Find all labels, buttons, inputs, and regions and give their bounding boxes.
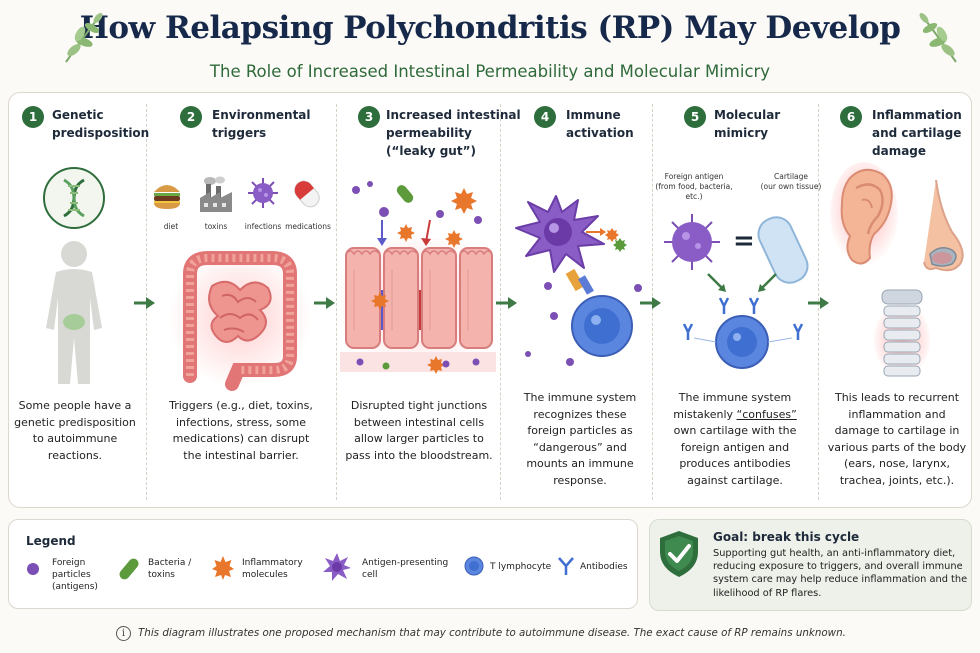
trigger-label: diet — [156, 222, 186, 232]
antigen-label: Foreign antigen(from food, bacteria,etc.… — [654, 172, 734, 202]
trigger-label: infections — [240, 222, 286, 232]
step-number: 4 — [534, 106, 556, 128]
leaf-branch-icon — [58, 12, 108, 66]
step-number: 2 — [180, 106, 202, 128]
legend-label: Bacteria /toxins — [148, 557, 191, 581]
virus-icon — [246, 176, 280, 210]
immune-activation-illustration — [508, 176, 648, 372]
trigger-label: toxins — [198, 222, 234, 232]
goal-text: Supporting gut health, an anti-inflammat… — [713, 547, 968, 600]
arrow-right-icon — [134, 296, 156, 310]
page-title: How Relapsing Polychondritis (RP) May De… — [0, 10, 980, 46]
inflammatory-molecule-icon — [212, 556, 234, 578]
step-number: 5 — [684, 106, 706, 128]
legend-title: Legend — [26, 534, 76, 548]
footer-note: This diagram illustrates one proposed me… — [138, 627, 846, 639]
leaf-branch-icon — [914, 12, 964, 66]
shield-check-icon — [658, 530, 700, 578]
step-description: Disrupted tight junctions between intest… — [344, 398, 494, 464]
leaky-gut-illustration — [340, 180, 496, 384]
nose-icon — [906, 180, 972, 280]
step-number: 6 — [840, 106, 862, 128]
arrow-right-icon — [808, 296, 830, 310]
antibody-icon — [556, 556, 576, 576]
page-subtitle: The Role of Increased Intestinal Permeab… — [0, 62, 980, 81]
pill-capsule-icon — [292, 178, 322, 210]
burger-icon — [152, 178, 182, 210]
step-number: 3 — [358, 106, 380, 128]
step-description: The immune system recognizes these forei… — [516, 390, 644, 489]
trachea-icon — [874, 288, 930, 382]
intestine-icon — [168, 246, 312, 390]
step-description: Triggers (e.g., diet, toxins, infections… — [166, 398, 316, 464]
info-icon: i — [116, 626, 131, 641]
step-description: Some people have a genetic predispositio… — [14, 398, 136, 464]
antigen-presenting-cell-icon — [322, 552, 352, 582]
human-silhouette-icon — [22, 238, 126, 384]
arrow-right-icon — [314, 296, 336, 310]
step-description: This leads to recurrent inflammation and… — [826, 390, 968, 489]
factory-icon — [198, 176, 234, 212]
step-number: 1 — [22, 106, 44, 128]
column-divider — [336, 104, 337, 500]
ear-icon — [830, 164, 896, 270]
goal-title: Goal: break this cycle — [713, 530, 859, 544]
t-lymphocyte-icon — [464, 556, 484, 576]
bacteria-icon — [118, 556, 140, 582]
step-description: The immune system mistakenly “confuses” … — [664, 390, 806, 489]
legend-label: T lymphocyte — [490, 561, 551, 573]
arrow-right-icon — [640, 296, 662, 310]
trigger-label: medications — [284, 222, 332, 232]
cartilage-label: Cartilage(our own tissue) — [756, 172, 826, 192]
dna-icon — [42, 166, 106, 230]
legend-label: Antibodies — [580, 561, 628, 573]
equals-sign: = — [733, 226, 755, 256]
antigen-particle-icon — [26, 562, 40, 576]
